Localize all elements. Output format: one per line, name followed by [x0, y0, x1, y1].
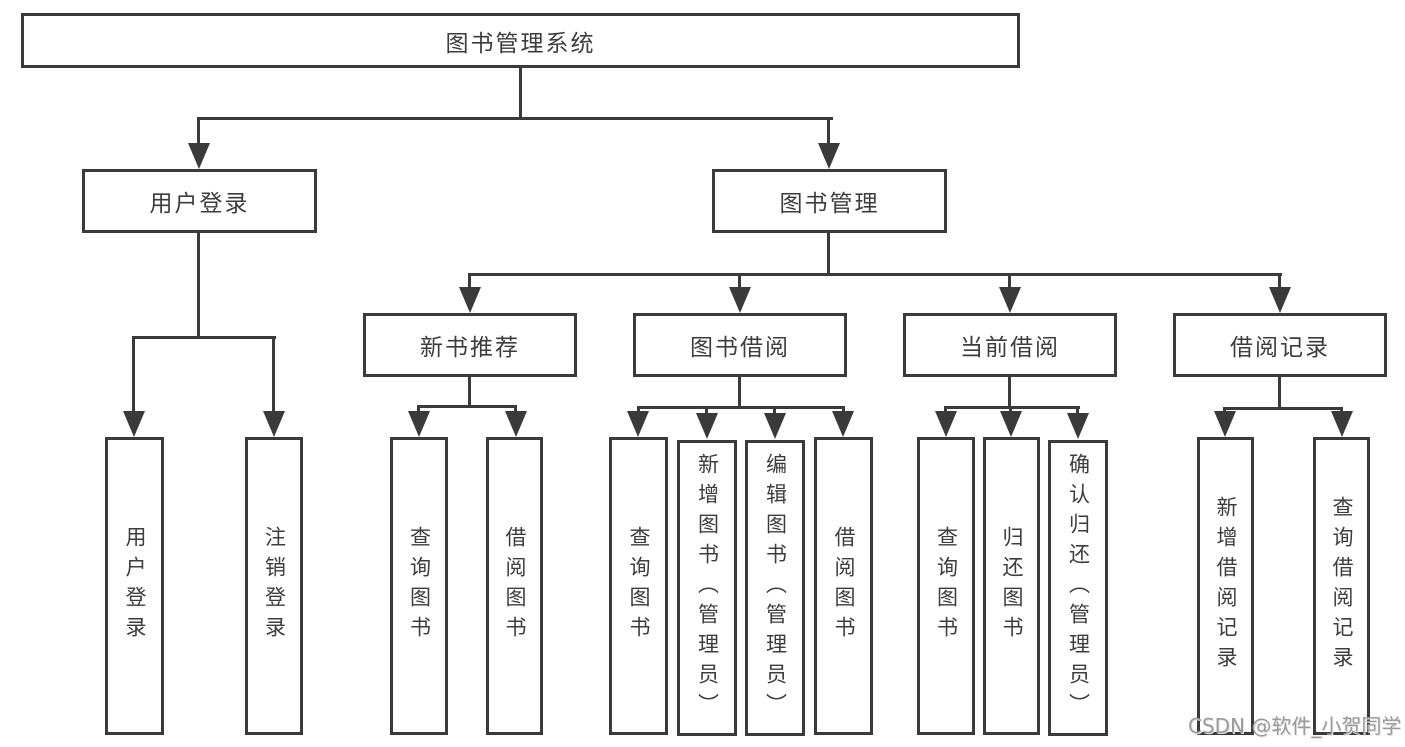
- node-borrowing-records: 借阅记录: [1173, 313, 1387, 377]
- connector-line: [944, 406, 1080, 409]
- arrow-down-icon: [729, 287, 751, 313]
- arrow-down-icon: [505, 411, 527, 437]
- connector-line: [1076, 406, 1079, 414]
- connector-line: [417, 405, 517, 408]
- connector-line: [468, 273, 471, 289]
- connector-line: [1278, 377, 1281, 407]
- leaf-add-book-admin: 新增图书（管理员）: [677, 440, 737, 736]
- arrow-down-icon: [935, 411, 957, 437]
- connector-line: [132, 336, 135, 413]
- arrow-down-icon: [123, 411, 145, 437]
- arrow-down-icon: [818, 143, 840, 169]
- leaf-logout: 注销登录: [245, 437, 303, 735]
- connector-line: [637, 406, 845, 409]
- arrow-down-icon: [1067, 413, 1089, 439]
- connector-line: [514, 405, 517, 414]
- arrow-down-icon: [1269, 287, 1291, 313]
- connector-line: [1009, 406, 1012, 414]
- leaf-user-login: 用户登录: [105, 437, 164, 735]
- connector-line: [468, 377, 471, 405]
- arrow-down-icon: [459, 287, 481, 313]
- leaf-query-borrowing-record: 查询借阅记录: [1313, 437, 1370, 735]
- leaf-query-books-current: 查询图书: [917, 437, 975, 735]
- leaf-return-books: 归还图书: [983, 437, 1040, 735]
- node-book-management: 图书管理: [712, 169, 947, 233]
- csdn-watermark: CSDN @软件_小贺同学: [1188, 714, 1402, 738]
- node-user-login: 用户登录: [82, 169, 317, 233]
- arrow-down-icon: [696, 413, 718, 439]
- connector-line: [519, 67, 522, 118]
- connector-line: [468, 273, 1282, 276]
- arrow-down-icon: [999, 287, 1021, 313]
- connector-line: [773, 406, 776, 414]
- leaf-borrow-books-recommend: 借阅图书: [486, 437, 543, 735]
- leaf-add-borrowing-record: 新增借阅记录: [1197, 437, 1254, 735]
- connector-line: [738, 273, 741, 289]
- arrow-down-icon: [408, 411, 430, 437]
- connector-line: [197, 117, 200, 149]
- connector-line: [944, 406, 947, 414]
- arrow-down-icon: [1000, 411, 1022, 437]
- connector-line: [272, 336, 275, 413]
- arrow-down-icon: [832, 411, 854, 437]
- arrow-down-icon: [764, 413, 786, 439]
- node-current-borrowing: 当前借阅: [903, 313, 1117, 377]
- node-book-borrowing: 图书借阅: [633, 313, 847, 377]
- connector-line: [1340, 407, 1343, 414]
- leaf-query-books-recommend: 查询图书: [390, 437, 448, 735]
- connector-line: [1223, 407, 1226, 414]
- connector-line: [197, 233, 200, 336]
- connector-line: [1278, 273, 1281, 289]
- connector-line: [197, 117, 833, 120]
- leaf-borrow-books-borrowing: 借阅图书: [814, 437, 873, 735]
- connector-line: [417, 405, 420, 414]
- connector-line: [637, 406, 640, 414]
- arrow-down-icon: [1214, 411, 1236, 437]
- connector-line: [842, 406, 845, 414]
- connector-line: [705, 406, 708, 414]
- node-new-book-recommend: 新书推荐: [363, 313, 577, 377]
- connector-line: [132, 336, 276, 339]
- leaf-confirm-return-admin: 确认归还（管理员）: [1048, 440, 1108, 736]
- arrow-down-icon: [188, 143, 210, 169]
- connector-line: [827, 117, 830, 149]
- arrow-down-icon: [263, 411, 285, 437]
- connector-line: [827, 233, 830, 273]
- connector-line: [1223, 407, 1343, 410]
- connector-line: [1008, 273, 1011, 289]
- connector-line: [1008, 377, 1011, 406]
- node-library-management-system: 图书管理系统: [21, 13, 1020, 68]
- arrow-down-icon: [1331, 411, 1353, 437]
- leaf-edit-book-admin: 编辑图书（管理员）: [745, 440, 805, 736]
- leaf-query-books-borrowing: 查询图书: [609, 437, 668, 735]
- connector-line: [738, 377, 741, 406]
- arrow-down-icon: [627, 411, 649, 437]
